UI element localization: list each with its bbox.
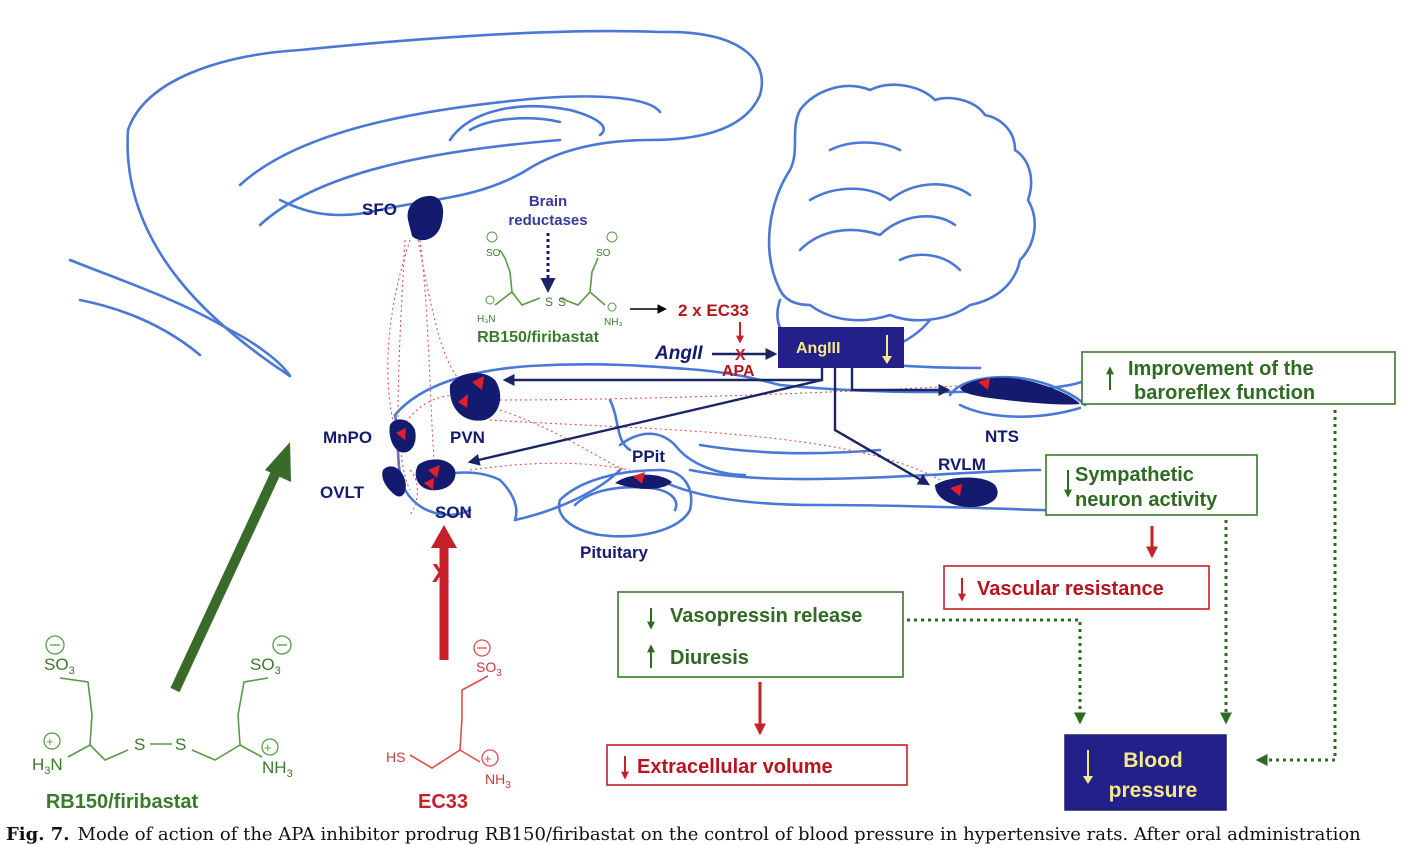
nts-label: NTS [985, 427, 1019, 446]
svg-text:SO3: SO3 [250, 655, 281, 677]
svg-text:S: S [545, 295, 553, 309]
ppit-nucleus [615, 474, 672, 489]
rvlm-triangle [950, 484, 962, 496]
sympathetic-box: Sympathetic neuron activity [1045, 454, 1258, 516]
svg-text:SO3: SO3 [476, 659, 502, 679]
son-triangle-1 [428, 465, 440, 478]
svg-text:Extracellular volume: Extracellular volume [637, 756, 833, 778]
rvlm-label: RVLM [938, 455, 986, 474]
neural-projections [387, 239, 976, 516]
pituitary-label: Pituitary [580, 543, 649, 562]
svg-text:H3N: H3N [32, 755, 63, 777]
mnpo-label: MnPO [323, 428, 372, 447]
ovlt-label: OVLT [320, 483, 365, 502]
ovlt-nucleus [382, 466, 406, 497]
svg-text:+: + [264, 740, 272, 755]
nucleus-labels: SFO MnPO OVLT PVN SON PPit Pituitary NTS… [320, 200, 1019, 562]
nts-nucleus [960, 377, 1080, 405]
svg-text:SO: SO [486, 248, 501, 259]
svg-text:+: + [46, 734, 54, 749]
ppit-triangle [633, 472, 645, 484]
svg-text:Fig. 7.Mode of action of the A: Fig. 7. Mode of action of the APA inhibit… [6, 824, 1361, 844]
pvn-nucleus [449, 373, 501, 421]
rb150-structure: S S SO3 SO3 + H3N + NH3 RB150/firibastat [32, 635, 293, 813]
apa-label: APA [722, 363, 755, 380]
brain-outline [68, 29, 1092, 538]
brain-reductases-line2: reductases [508, 212, 587, 229]
rvlm-nucleus [935, 477, 998, 508]
svg-text:Diuresis: Diuresis [670, 647, 749, 669]
vasopressin-box: Vasopressin release Diuresis [617, 591, 904, 678]
rb150-name: RB150/firibastat [46, 791, 199, 813]
figure-caption: Fig. 7. Mode of action of the APA inhibit… [6, 824, 1361, 844]
blocked-x: X [432, 558, 450, 588]
svg-text:NH3: NH3 [485, 771, 511, 791]
pvn-label: PVN [450, 428, 485, 447]
nts-triangle [978, 378, 990, 390]
sfo-label: SFO [362, 200, 397, 219]
son-triangle-2 [424, 478, 434, 490]
svg-text:pressure: pressure [1109, 779, 1198, 802]
brain-nuclei [382, 195, 1080, 508]
blood-pressure-box: Blood pressure [1064, 734, 1227, 811]
apa-x-mark: X [735, 347, 746, 364]
svg-text:S: S [175, 735, 186, 754]
mnpo-triangle [396, 428, 406, 440]
svg-text:Vasopressin release: Vasopressin release [670, 605, 862, 627]
ppit-label: PPit [632, 447, 665, 466]
caption-text: Mode of action of the APA inhibitor prod… [78, 824, 1362, 844]
svg-text:S: S [558, 295, 566, 309]
svg-text:HS: HS [386, 749, 405, 765]
svg-text:Blood: Blood [1123, 749, 1182, 772]
svg-text:+: + [484, 751, 492, 766]
svg-text:H₃N: H₃N [477, 314, 496, 325]
sfo-nucleus [407, 195, 444, 241]
brain-reductases-line1: Brain [529, 193, 567, 210]
angiotensin-pathway: AngII X APA AngIII [467, 327, 951, 486]
rb150-entry-arrow [170, 442, 291, 693]
top-rb150-name: RB150/firibastat [477, 329, 599, 346]
baroreflex-box: Improvement of the baroreflex function [1081, 351, 1396, 405]
two-ec33-label: 2 x EC33 [678, 301, 749, 320]
svg-text:S: S [134, 735, 145, 754]
ec33-name: EC33 [418, 791, 468, 813]
svg-text:Sympathetic: Sympathetic [1075, 464, 1194, 486]
blood-pressure-connectors [907, 410, 1337, 766]
svg-text:Improvement of the: Improvement of the [1128, 358, 1314, 380]
caption-fig: Fig. 7. [6, 824, 70, 844]
vascular-box: Vascular resistance [943, 565, 1210, 610]
svg-text:NH3: NH3 [262, 758, 293, 780]
ec33-structure: SO3 HS + NH3 EC33 [386, 639, 511, 813]
svg-text:baroreflex function: baroreflex function [1134, 382, 1315, 404]
extracellular-box: Extracellular volume [606, 744, 908, 786]
son-label: SON [435, 503, 472, 522]
angiii-label: AngIII [796, 340, 840, 357]
ec33-blocked-arrow: X [431, 525, 457, 660]
svg-text:NH₃: NH₃ [604, 317, 623, 328]
svg-text:SO3: SO3 [44, 655, 75, 677]
top-chemistry: Brain reductases S S SO SO H₃N NH₃ RB150… [477, 193, 749, 346]
svg-text:neuron activity: neuron activity [1075, 489, 1218, 511]
pvn-triangle-1 [458, 394, 468, 408]
svg-text:Vascular resistance: Vascular resistance [977, 578, 1164, 600]
svg-text:SO: SO [596, 248, 611, 259]
pvn-triangle-2 [472, 376, 484, 390]
angii-label: AngII [654, 343, 703, 364]
angiii-box [778, 327, 904, 368]
